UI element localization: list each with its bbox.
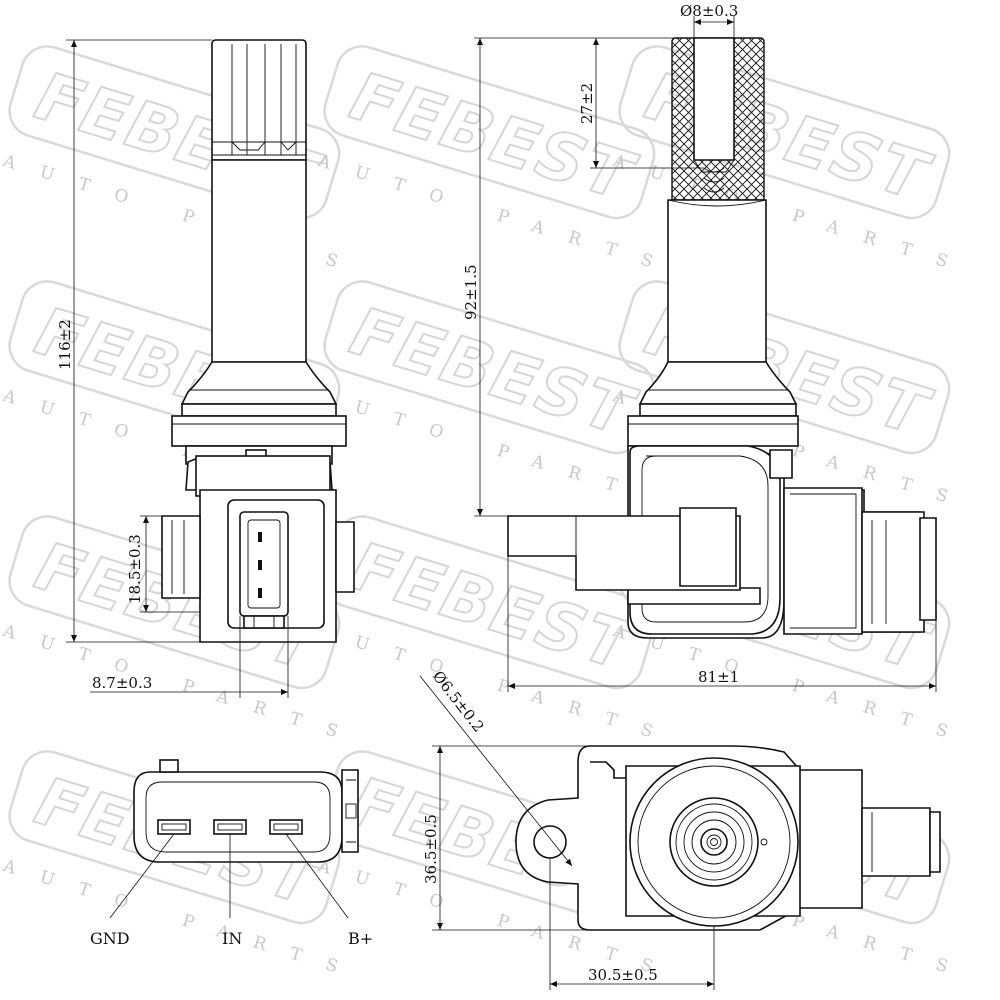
dim-boot-tip-length: 27±2: [578, 83, 596, 124]
dim-flange-height: 36.5±0.5: [422, 814, 440, 884]
top-view: [515, 745, 941, 931]
dim-total-length: 116±2: [56, 319, 74, 370]
pin-label-in: IN: [222, 929, 242, 948]
pin-in-terminal: [213, 819, 247, 835]
watermark-brand: FEBEST: [342, 293, 645, 452]
watermark-2: FEBEST AUTO PARTS: [315, 45, 680, 280]
pin-bplus-terminal: [269, 819, 303, 835]
pin-label-gnd: GND: [90, 929, 130, 948]
side-view-dims: Ø8±0.3 27±2 92±1.5 81±1: [462, 2, 937, 692]
side-view: [507, 37, 937, 639]
watermark-brand: FEBEST: [342, 58, 645, 217]
watermark-3: FEBEST AUTO PARTS: [610, 45, 975, 280]
dim-boot-length: 92±1.5: [462, 264, 480, 320]
dim-hole-offset: 30.5±0.5: [588, 966, 658, 984]
dim-overall-width: 81±1: [698, 668, 739, 686]
pin-gnd-terminal: [157, 819, 191, 835]
pin-label-bplus: B+: [348, 929, 373, 948]
connector-face-view: GND IN B+: [90, 759, 373, 948]
dim-connector-width: 8.7±0.3: [92, 674, 152, 692]
dim-connector-height: 18.5±0.3: [126, 534, 144, 604]
dim-boot-diameter: Ø8±0.3: [680, 2, 738, 20]
front-view: [161, 39, 355, 643]
front-view-dims: 116±2 18.5±0.3 8.7±0.3: [56, 39, 289, 698]
